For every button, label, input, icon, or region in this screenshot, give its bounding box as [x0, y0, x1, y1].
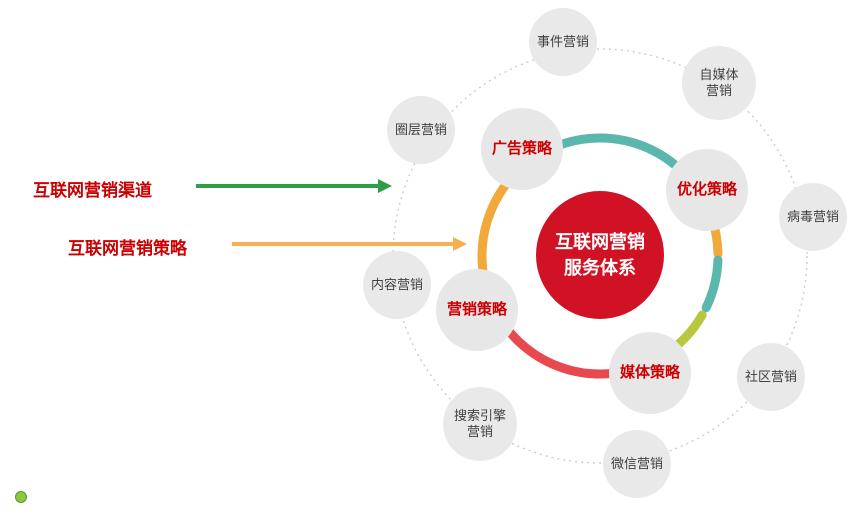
- ring-segment-right-teal: [701, 255, 723, 313]
- outer-node: 事件营销: [529, 8, 597, 76]
- outer-node-label: 病毒营销: [786, 208, 839, 224]
- outer-node-label: 圈层营销: [394, 121, 447, 137]
- inner-node-label: 媒体策略: [619, 363, 680, 381]
- inner-node: 优化策略: [666, 149, 748, 231]
- inner-node: 广告策略: [481, 108, 563, 190]
- outer-node: 社区营销: [737, 343, 805, 411]
- center-circle: 互联网营销 服务体系: [536, 191, 664, 319]
- outer-node: 病毒营销: [779, 183, 847, 251]
- outer-node-label: 社区营销: [744, 368, 797, 384]
- outer-node: 微信营销: [603, 430, 671, 498]
- center-title-line2: 服务体系: [564, 258, 636, 278]
- outer-node-label: 内容营销: [370, 276, 423, 292]
- outer-node-label: 微信营销: [610, 455, 663, 471]
- outer-node-label: 自媒体: [699, 66, 739, 82]
- outer-node: 内容营销: [363, 251, 431, 319]
- outer-node: 自媒体营销: [682, 46, 756, 120]
- outer-node: 圈层营销: [387, 96, 455, 164]
- outer-dotted-ring: [392, 48, 808, 464]
- outer-node-label: 搜索引擎: [453, 407, 506, 423]
- outer-node-label: 营销: [705, 83, 732, 98]
- legend-channels-label: 互联网营销渠道: [33, 181, 152, 200]
- legend-strategy-label: 互联网营销策略: [68, 239, 187, 258]
- inner-node: 媒体策略: [609, 332, 691, 414]
- center-title-line1: 互联网营销: [555, 231, 645, 252]
- outer-node-label: 营销: [466, 424, 493, 439]
- green-dot-icon: [15, 491, 27, 503]
- inner-node-label: 广告策略: [491, 139, 552, 157]
- outer-node-label: 事件营销: [536, 33, 589, 49]
- channels-arrow-head: [378, 179, 392, 193]
- strategy-arrow-head: [453, 237, 467, 251]
- inner-node: 营销策略: [436, 269, 518, 351]
- inner-node-label: 营销策略: [446, 300, 507, 318]
- inner-node-label: 优化策略: [676, 180, 737, 198]
- outer-node: 搜索引擎营销: [443, 387, 517, 461]
